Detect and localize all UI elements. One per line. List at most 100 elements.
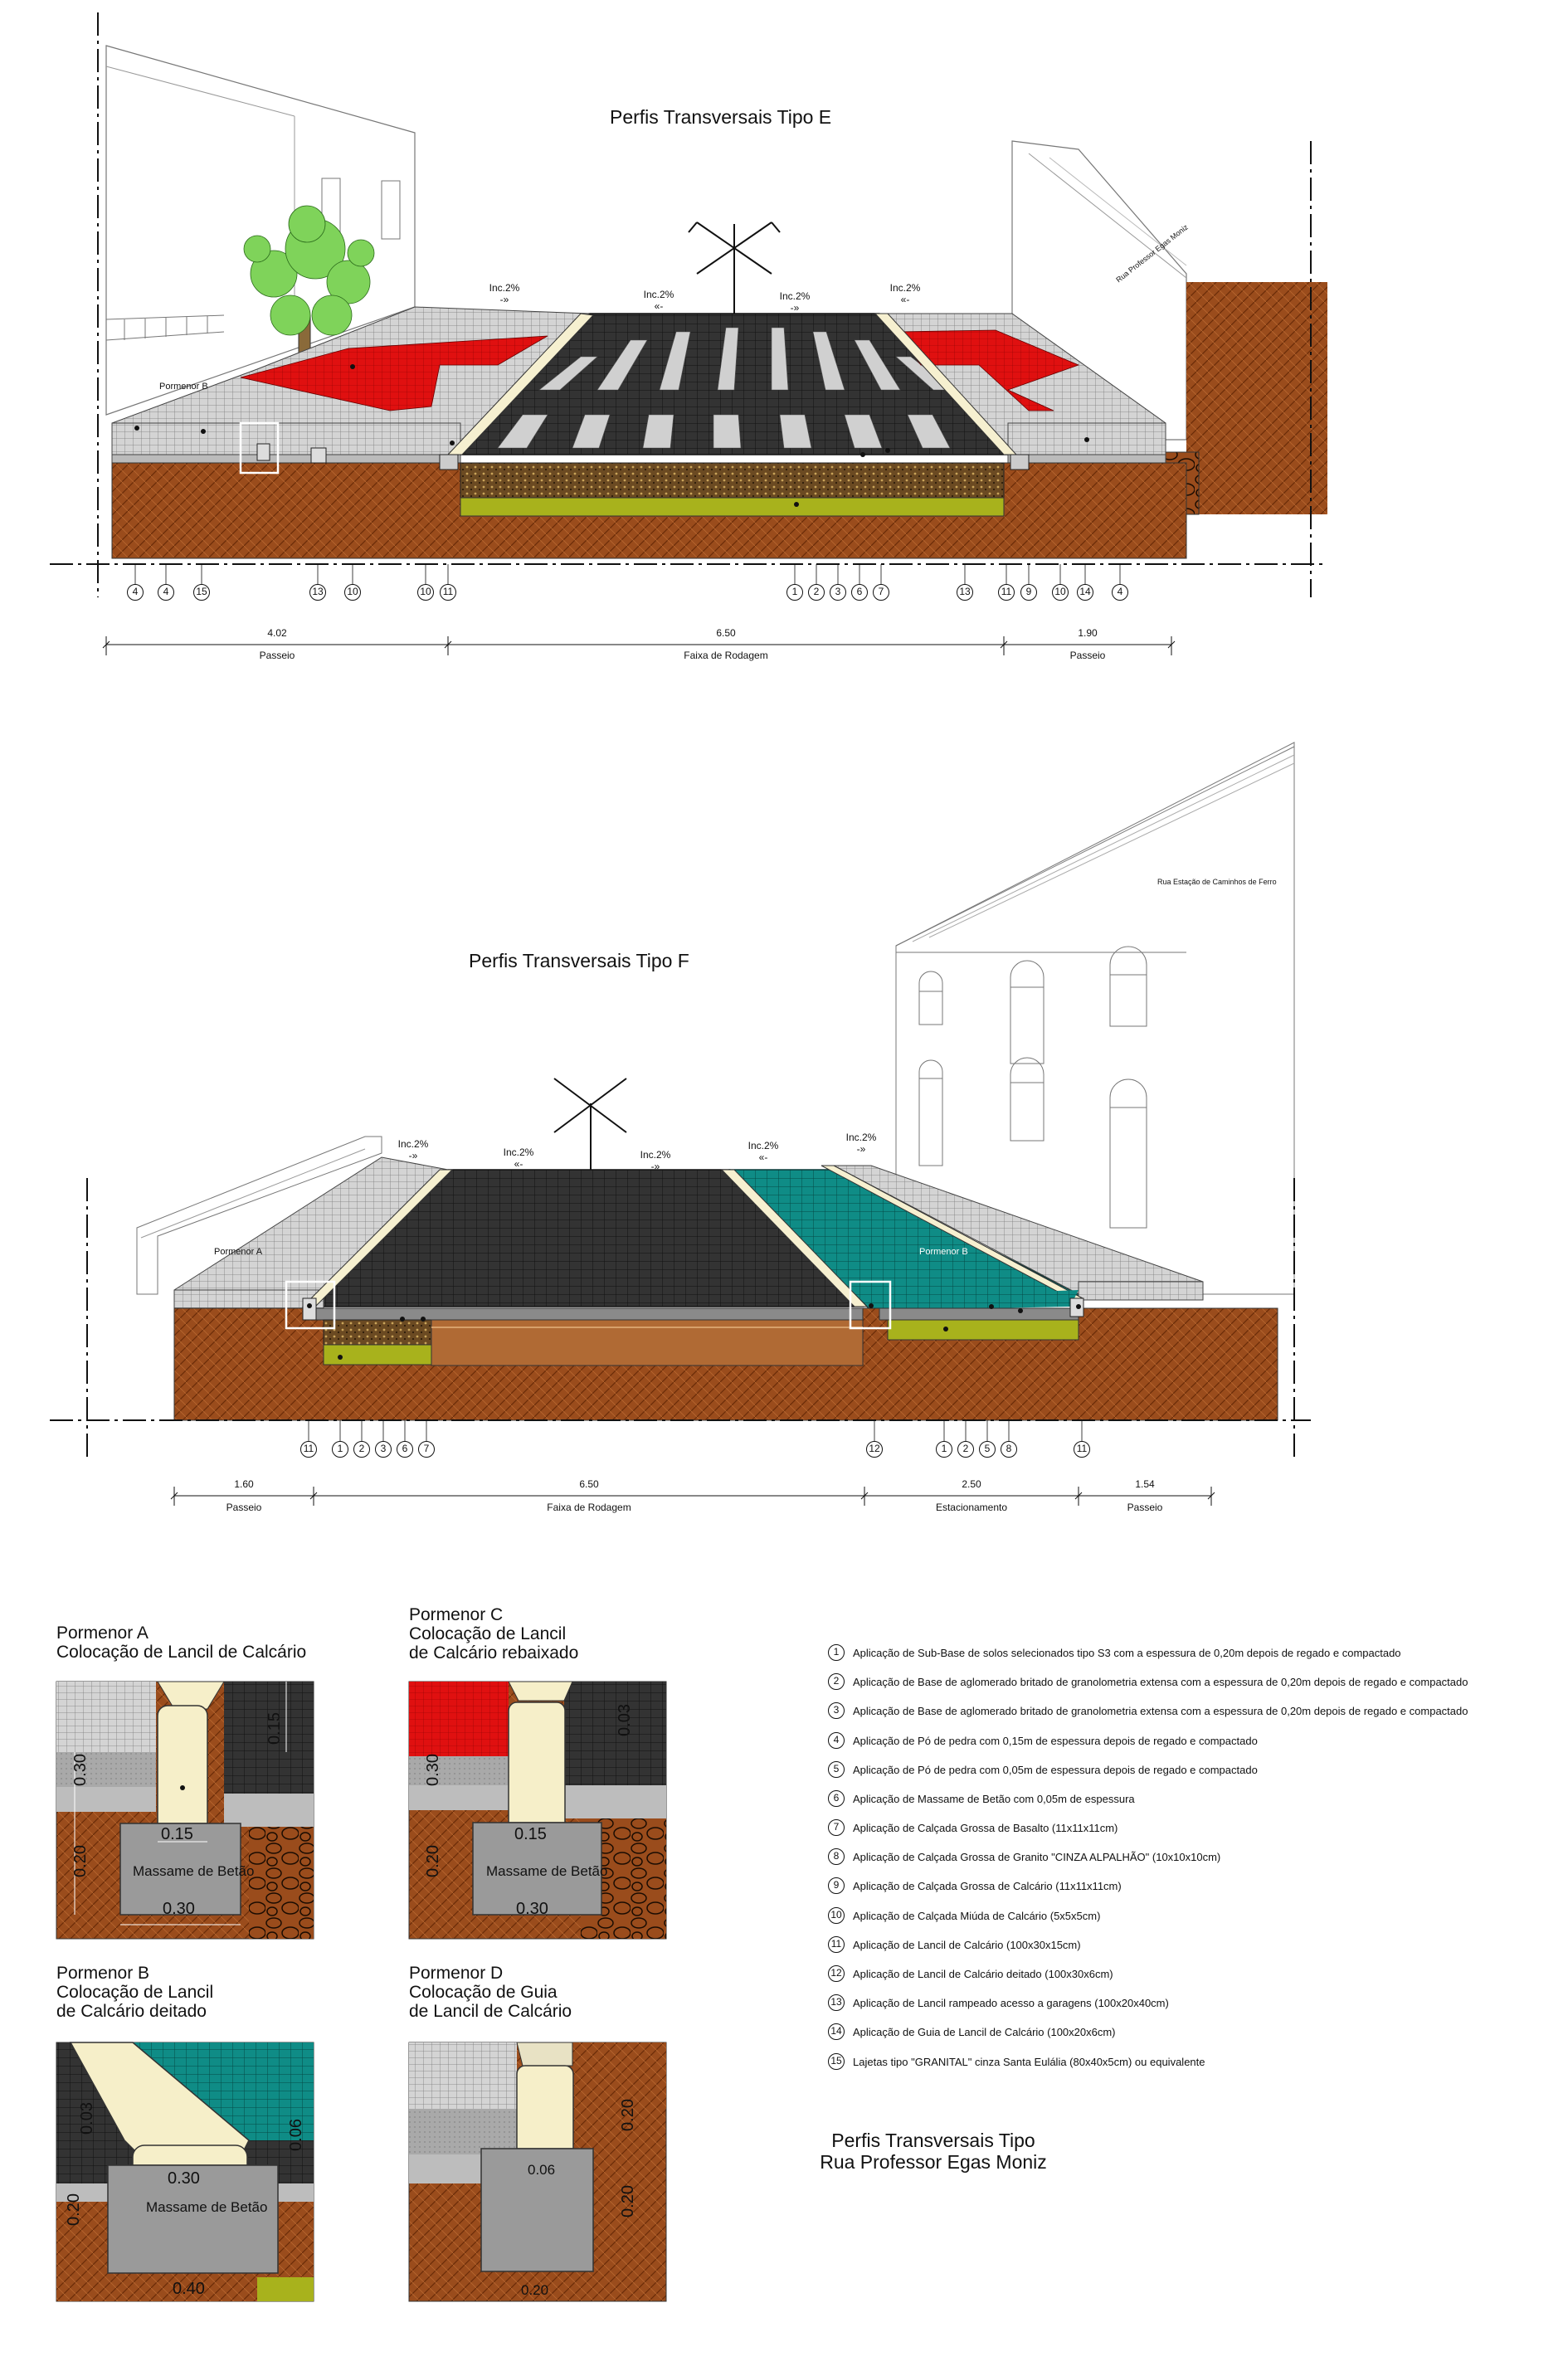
section-e-inclination: Inc.2%«-	[889, 282, 921, 305]
section-f-left-wall	[136, 1136, 382, 1295]
section-e-pormenor-label: Pormenor B	[159, 382, 208, 392]
callout-marker: 2	[808, 584, 825, 601]
section-f-pormenor-left: Pormenor A	[214, 1247, 263, 1257]
dimension-value: 1.54	[1135, 1478, 1155, 1490]
detail-c-dim: 0.30	[423, 1754, 442, 1786]
section-e-inclination: Inc.2%-»	[779, 290, 811, 314]
section-f-inclination: Inc.2%«-	[503, 1146, 534, 1170]
section-f-inclination: Inc.2%-»	[397, 1138, 429, 1161]
section-f-inclination: Inc.2%-»	[845, 1132, 877, 1155]
section-f-inclination: Inc.2%-»	[640, 1149, 671, 1172]
dimension-label: Faixa de Rodagem	[684, 650, 768, 661]
section-e-soil	[111, 364, 1187, 559]
dimension-value: 6.50	[579, 1478, 599, 1490]
callout-marker: 9	[1020, 584, 1037, 601]
callout-marker: 4	[158, 584, 174, 601]
callout-marker: 1	[786, 584, 803, 601]
antenna-e	[688, 222, 781, 315]
dimension-value: 4.02	[267, 627, 287, 639]
dimension-label: Faixa de Rodagem	[547, 1502, 631, 1513]
detail-c-block: Massame de Betão	[486, 1863, 608, 1879]
detail-a-block: Massame de Betão	[133, 1863, 255, 1879]
footer-title: Perfis Transversais Tipo Rua Professor E…	[820, 2130, 1047, 2173]
section-e-road	[459, 313, 1010, 455]
callout-marker: 11	[300, 1441, 317, 1458]
section-e-inclination: Inc.2%«-	[643, 289, 674, 312]
detail-a-dim: 0.15	[265, 1712, 284, 1745]
section-e-inclination: Inc.2%-»	[489, 282, 520, 305]
detail-c-dim: 0.15	[514, 1825, 547, 1843]
detail-c-dim: 0.20	[423, 1845, 442, 1877]
dimension-label: Passeio	[1069, 650, 1106, 661]
callout-marker: 10	[417, 584, 434, 601]
detail-b-block: Massame de Betão	[146, 2199, 268, 2215]
callout-marker: 10	[344, 584, 361, 601]
detail-b-dim: 0.30	[168, 2169, 200, 2188]
detail-d-dim: 0.20	[618, 2185, 637, 2218]
detail-b-dim: 0.06	[286, 2119, 305, 2151]
detail-d-dim: 0.20	[618, 2099, 637, 2131]
callout-marker: 13	[309, 584, 326, 601]
section-e-title: Perfis Transversais Tipo E	[610, 106, 832, 128]
callout-marker: 14	[1077, 584, 1093, 601]
section-e-reference-lines	[50, 12, 1327, 597]
section-f-soil	[173, 1280, 1278, 1421]
detail-a-dim: 0.30	[71, 1754, 90, 1786]
dimension-value: 6.50	[716, 627, 736, 639]
section-e-dimension-line	[102, 636, 1176, 655]
detail-d-dim: 0.06	[528, 2162, 556, 2178]
callout-marker: 6	[851, 584, 868, 601]
callout-marker: 7	[418, 1441, 435, 1458]
section-f-inclination: Inc.2%«-	[747, 1140, 779, 1163]
callout-marker: 6	[397, 1441, 413, 1458]
callout-marker: 2	[353, 1441, 370, 1458]
detail-b-dim: 0.40	[173, 2280, 205, 2298]
detail-b-dim: 0.20	[64, 2193, 83, 2226]
callout-marker: 11	[998, 584, 1015, 601]
callout-marker: 15	[193, 584, 210, 601]
callout-marker: 8	[1001, 1441, 1017, 1458]
detail-b-drawing	[56, 2042, 314, 2302]
callout-marker: 5	[979, 1441, 996, 1458]
detail-b-dim: 0.03	[77, 2102, 96, 2135]
callout-marker: 3	[830, 584, 846, 601]
section-f-pormenor-right: Pormenor B	[919, 1247, 968, 1257]
callout-marker: 7	[873, 584, 889, 601]
detail-a-dim: 0.20	[71, 1845, 90, 1877]
callout-marker: 11	[440, 584, 456, 601]
section-f-title: Perfis Transversais Tipo F	[469, 950, 689, 971]
callout-marker: 3	[375, 1441, 392, 1458]
detail-a-drawing	[56, 1681, 314, 1940]
callout-marker: 1	[936, 1441, 952, 1458]
callout-marker: 2	[957, 1441, 974, 1458]
dimension-value: 1.60	[234, 1478, 254, 1490]
dimension-label: Passeio	[1127, 1502, 1163, 1513]
callout-marker: 11	[1074, 1441, 1090, 1458]
section-f-road	[173, 1156, 1204, 1312]
dimension-label: Passeio	[259, 650, 295, 661]
callout-marker: 12	[866, 1441, 883, 1458]
detail-d-dim: 0.20	[521, 2282, 549, 2298]
dimension-value: 2.50	[962, 1478, 981, 1490]
section-f-reference-lines	[50, 1178, 1311, 1460]
section-e-left-sidewalk	[111, 306, 595, 464]
callout-marker: 10	[1052, 584, 1069, 601]
dimension-label: Passeio	[226, 1502, 262, 1513]
